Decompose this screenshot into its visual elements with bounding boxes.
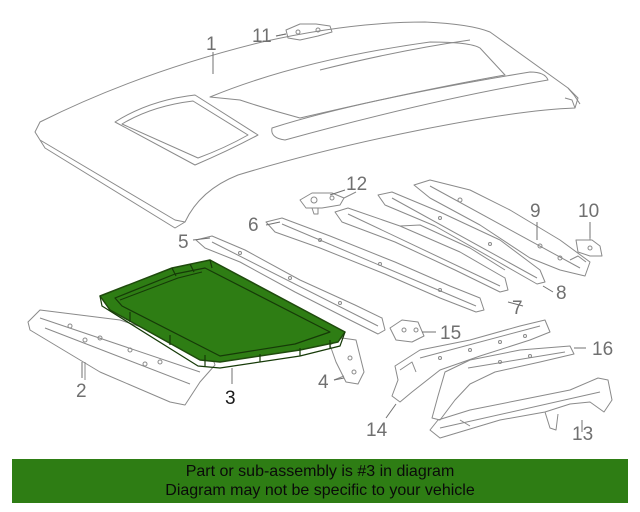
bracket-part-12 (299, 191, 357, 215)
rear-header-part-9 (413, 179, 591, 277)
callout-6: 6 (248, 215, 259, 236)
callout-9: 9 (530, 201, 541, 222)
callout-2: 2 (76, 381, 87, 402)
roof-panel-part-1 (34, 21, 581, 229)
bracket-part-15 (389, 319, 436, 343)
callout-13: 13 (572, 424, 593, 445)
callout-12: 12 (346, 174, 367, 195)
outer-rail-part-13 (429, 377, 613, 439)
banner-line-part-number: Part or sub-assembly is #3 in diagram (185, 463, 455, 480)
side-rail-part-14 (391, 319, 551, 403)
roof-bow-part-6 (265, 217, 485, 313)
callout-3: 3 (225, 388, 236, 409)
bracket-part-4 (329, 337, 365, 385)
side-rail-part-16 (431, 345, 586, 421)
callout-15: 15 (440, 323, 461, 344)
roof-bow-part-7 (334, 207, 509, 293)
part-info-banner: Part or sub-assembly is #3 in diagram Di… (12, 459, 628, 503)
banner-line-disclaimer: Diagram may not be specific to your vehi… (165, 482, 475, 499)
callout-4: 4 (318, 372, 329, 393)
callout-11: 11 (252, 26, 272, 47)
leader-lines (81, 33, 591, 432)
roof-bow-part-5 (195, 235, 386, 335)
callout-10: 10 (578, 201, 599, 222)
roof-bow-part-8 (377, 191, 546, 285)
exploded-parts-diagram: 1 11 12 5 6 7 8 9 10 2 3 4 15 14 16 13 (27, 21, 613, 445)
callout-1: 1 (206, 34, 217, 55)
callout-8: 8 (556, 283, 567, 304)
callout-16: 16 (592, 339, 613, 360)
callout-14: 14 (366, 420, 388, 441)
callout-7: 7 (512, 298, 523, 319)
callout-5: 5 (178, 232, 189, 253)
bracket-part-10 (575, 222, 603, 257)
sunroof-housing-part-3 (99, 259, 346, 369)
front-header-part-2 (27, 309, 216, 406)
